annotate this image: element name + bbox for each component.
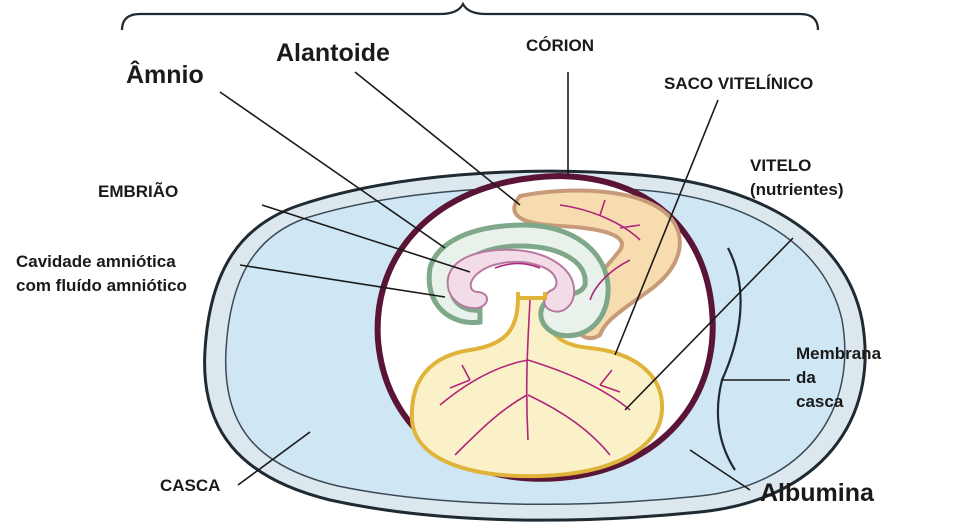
label-vitelo: VITELO: [750, 156, 811, 176]
label-alantoide: Alantoide: [276, 38, 390, 68]
label-membrana-casca: casca: [796, 392, 843, 412]
label-amnio: Âmnio: [126, 60, 204, 90]
label-vitelo-nutrientes: (nutrientes): [750, 180, 844, 200]
label-cavidade-amniotica: Cavidade amniótica: [16, 252, 176, 272]
label-saco-vitelinico: SACO VITELÍNICO: [664, 74, 813, 94]
label-cavidade-fluido: com fluído amniótico: [16, 276, 187, 296]
label-membrana-da: da: [796, 368, 816, 388]
label-albumina: Albumina: [760, 478, 874, 508]
top-brace: [122, 4, 818, 30]
label-membrana: Membrana: [796, 344, 881, 364]
label-casca: CASCA: [160, 476, 220, 496]
label-corion: CÓRION: [526, 36, 594, 56]
label-embriao: EMBRIÃO: [98, 182, 178, 202]
